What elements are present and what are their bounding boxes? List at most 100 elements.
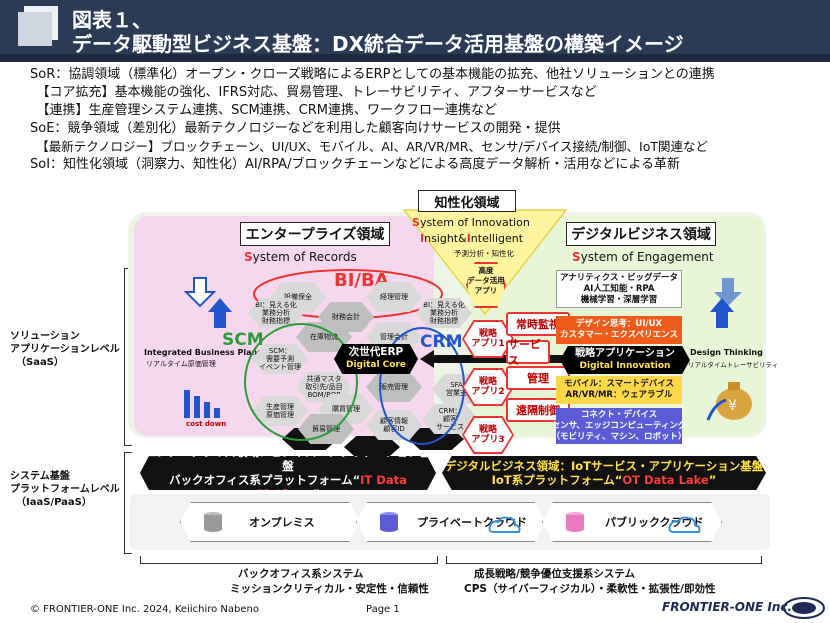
database-icon bbox=[566, 512, 584, 532]
enterprise-hex-item: BI：見える化 業務分析 財務指標 bbox=[248, 298, 304, 328]
ibp-label: Integrated Business Planning bbox=[144, 348, 278, 357]
arrows-icon bbox=[710, 278, 742, 328]
letter-s: S bbox=[412, 216, 420, 229]
crm-label: CRM bbox=[420, 332, 463, 352]
digital-title: デジタルビジネス領域 bbox=[566, 222, 716, 246]
brand-logo-text: FRONTIER-ONE Inc. bbox=[662, 600, 793, 614]
intro-line: 【連携】生産管理システム連携、SCM連携、CRM連携、ワークフロー連携など bbox=[30, 103, 497, 118]
intro-line: SoI：知性化領域（洞察力、知性化）AI/RPA/ブロックチェーンなどによる高度… bbox=[30, 157, 681, 172]
copyright: © FRONTIER-ONE Inc. 2024, Keiichiro Nabe… bbox=[30, 604, 259, 615]
ibp-sub: リアルタイム原価管理 bbox=[146, 360, 216, 368]
letter-s: S bbox=[572, 250, 581, 264]
intro-line: SoE：競争領域（差別化）最新テクノロジーなどを利用した顧客向けサービスの開発・… bbox=[30, 121, 561, 136]
design-thinking-sub: リアルタイムトレーサビリティ bbox=[688, 361, 779, 369]
cloud-icon bbox=[668, 516, 701, 533]
digital-item-analytics: アナリティクス・ビッグデータ AI人工知能・RPA 機械学習・深層学習 bbox=[556, 270, 682, 308]
platform-line: デジタルビジネス領域：IoTサービス・アプリケーション基盤 bbox=[444, 459, 764, 473]
solution-level-label: ソリューション アプリケーションレベル （SaaS） bbox=[10, 330, 120, 369]
page-number: Page 1 bbox=[366, 604, 400, 615]
enterprise-hex-item: SCM： 需要予測 イベント管理 bbox=[252, 344, 308, 374]
strategy-app-title: 戦略アプリケーション bbox=[575, 348, 675, 359]
enterprise-hex-item: 在庫物流 bbox=[296, 322, 352, 352]
hex-shadow bbox=[344, 436, 400, 458]
cost-down-label: cost down bbox=[186, 420, 227, 428]
digital-platform: デジタルビジネス領域：IoTサービス・アプリケーション基盤 IoT系プラットフォ… bbox=[442, 456, 766, 490]
platform-line: バックオフィス系プラットフォーム“IT Data Platform” bbox=[140, 473, 436, 490]
svg-text:¥: ¥ bbox=[728, 398, 737, 414]
sor-label: System of Records bbox=[244, 250, 357, 264]
scm-ellipse bbox=[244, 323, 358, 441]
digital-item-mobile: モバイル：スマートデバイス AR/VR/MR：ウェアラブル bbox=[556, 376, 682, 404]
growth-label: 成長戦略/競争優位支援系システム bbox=[474, 568, 636, 580]
enterprise-hex-item: 経理管理 bbox=[366, 282, 422, 312]
system-bracket bbox=[124, 452, 132, 554]
left-bottom-bracket bbox=[140, 556, 438, 564]
erp-core: 次世代ERP Digital Core bbox=[334, 344, 418, 374]
soi-text: ystem of Innovation bbox=[419, 216, 530, 229]
database-icon bbox=[380, 512, 398, 532]
soi-text: nsight& bbox=[424, 232, 467, 245]
advanced-app-hex bbox=[466, 262, 506, 308]
platform-text: ” bbox=[312, 487, 320, 490]
bi-ba-label: BI/BA bbox=[334, 270, 389, 291]
soi-line1: System of Innovation bbox=[412, 216, 530, 229]
soe-label: System of Engagement bbox=[572, 250, 714, 264]
backoffice-label: バックオフィス系システム bbox=[238, 568, 364, 580]
intro-line: 【最新テクノロジー】ブロックチェーン、UI/UX、モバイル、AI、AR/VR/M… bbox=[30, 139, 709, 154]
enterprise-hex-item: 生産管理 原価管理 bbox=[252, 396, 308, 426]
bar-chart-icon bbox=[184, 390, 220, 418]
strategy-app-hex: 戦略 アプリ3 bbox=[464, 418, 512, 452]
platform-line: IoT系プラットフォーム“OT Data Lake” bbox=[442, 473, 766, 487]
platform-line: エンタープライズ領域：ビジネス・アプリケーション基盤 bbox=[144, 445, 432, 473]
cloud-icon bbox=[488, 516, 521, 533]
enterprise-platform: エンタープライズ領域：ビジネス・アプリケーション基盤 バックオフィス系プラットフ… bbox=[140, 456, 436, 490]
link-arrow bbox=[420, 350, 566, 368]
erp-core-sub: Digital Core bbox=[345, 360, 406, 370]
enterprise-hex-item: 販売管理 bbox=[366, 372, 422, 402]
platform-text: バックオフィス系プラットフォーム“ bbox=[169, 473, 361, 487]
money-bag-icon: ¥ bbox=[706, 382, 752, 421]
letter-i: I bbox=[420, 232, 425, 245]
letter-s: S bbox=[244, 250, 253, 264]
design-thinking-label: Design Thinking bbox=[690, 348, 763, 357]
strategy-app-box: 戦略アプリケーション Digital Innovation bbox=[560, 346, 690, 374]
scm-label: SCM bbox=[222, 330, 264, 350]
advanced-app-label: 高度 データ活用 アプリ bbox=[467, 266, 505, 295]
strategy-app-sub: Digital Innovation bbox=[579, 361, 671, 371]
onprem-box: オンプレミス bbox=[180, 502, 360, 542]
growth-sub: CPS（サイバーフィジカル）・柔軟性・拡張性/即効性 bbox=[464, 583, 716, 595]
erp-core-title: 次世代ERP bbox=[348, 346, 404, 358]
strategy-app-hex: 戦略 アプリ1 bbox=[464, 322, 512, 356]
level-line: アプリケーションレベル bbox=[10, 344, 120, 355]
service-box: 遠隔制御 bbox=[506, 398, 570, 422]
level-line: （SaaS） bbox=[16, 357, 64, 368]
soi-text: ntelligent bbox=[470, 232, 524, 245]
enterprise-title: エンタープライズ領域 bbox=[240, 222, 390, 246]
enterprise-hex-item: BI：見える化 業務分析 財務指標 bbox=[416, 298, 472, 328]
platform-text: IoT系プラットフォーム“ bbox=[491, 473, 623, 487]
digital-item-device: コネクト・デバイス センサ、エッジコンピューティング （モビリティ、マシン、ロボ… bbox=[552, 408, 687, 444]
level-line: （IaaS/PaaS） bbox=[16, 497, 92, 508]
document-icon bbox=[18, 12, 52, 46]
it-data-platform: IT Data Platform bbox=[256, 473, 407, 490]
level-line: プラットフォームレベル bbox=[10, 484, 120, 495]
platform-text: ” bbox=[708, 473, 717, 487]
right-bottom-bracket bbox=[446, 556, 762, 564]
database-icon bbox=[204, 512, 222, 532]
onprem-label: オンプレミス bbox=[249, 516, 315, 529]
soe-text: ystem of Engagement bbox=[580, 250, 714, 264]
title-bar bbox=[0, 0, 830, 62]
sor-text: ystem of Records bbox=[252, 250, 357, 264]
intro-line: SoR：協調領域（標準化）オープン・クローズ戦略によるERPとしての基本機能の拡… bbox=[30, 67, 715, 82]
strategy-app-hex: 戦略 アプリ2 bbox=[464, 370, 512, 404]
system-level-label: システム基盤 プラットフォームレベル （IaaS/PaaS） bbox=[10, 470, 120, 509]
backoffice-sub: ミッションクリティカル・安定性・信頼性 bbox=[230, 583, 429, 595]
soi-line2: Insight&Intelligent bbox=[420, 232, 523, 245]
level-line: システム基盤 bbox=[10, 471, 70, 482]
letter-i: I bbox=[466, 232, 471, 245]
brand-logo-icon bbox=[783, 597, 825, 619]
soi-sub: 予測分析・知性化 bbox=[454, 249, 514, 258]
ot-data-lake: OT Data Lake bbox=[622, 473, 709, 487]
figure-number: 図表１、 bbox=[72, 8, 152, 32]
